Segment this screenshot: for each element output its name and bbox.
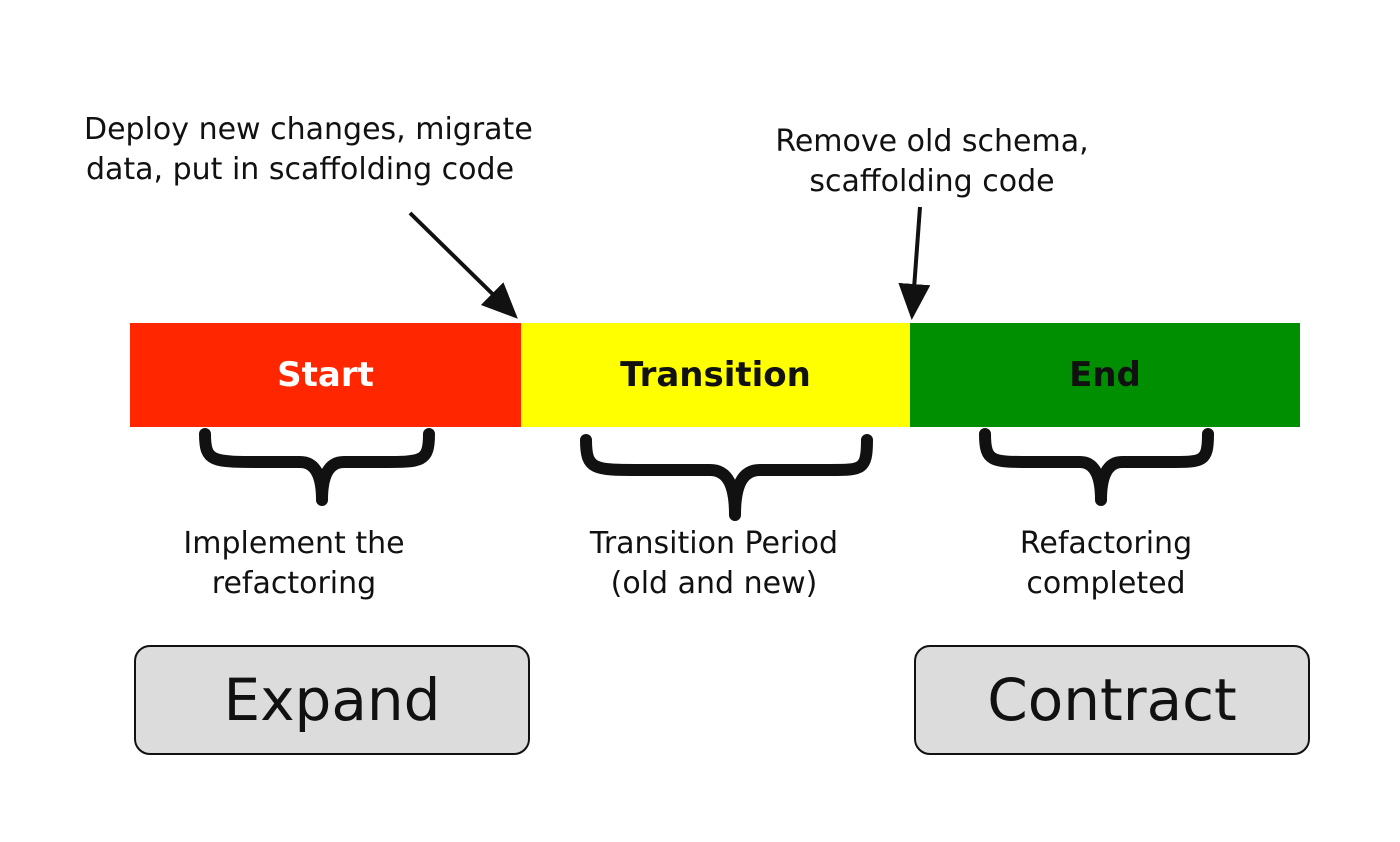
deploy-annotation-line-2: data, put in scaffolding code — [85, 152, 515, 187]
deploy-annotation: Deploy new changes, migrate data, put in… — [84, 110, 533, 190]
remove-annotation-line-2: scaffolding code — [809, 164, 1055, 199]
contract-label: Contract — [987, 666, 1237, 734]
remove-annotation-line-1: Remove old schema, — [775, 124, 1089, 159]
phase-completed: Refactoring completed — [986, 524, 1226, 604]
end-brace-icon — [979, 428, 1214, 506]
contract-stage: Contract — [914, 645, 1310, 755]
phase-implement-line-2: refactoring — [211, 566, 377, 601]
expand-stage: Expand — [134, 645, 530, 755]
deploy-arrow — [408, 211, 518, 319]
start-label: Start — [277, 355, 374, 395]
transition-brace-icon — [580, 434, 873, 521]
deploy-annotation-line-1: Deploy new changes, migrate — [84, 112, 533, 147]
transition-segment: Transition — [521, 323, 910, 427]
expand-label: Expand — [223, 666, 441, 734]
remove-annotation: Remove old schema, scaffolding code — [772, 122, 1092, 202]
phase-completed-line-2: completed — [1026, 566, 1186, 601]
phase-transition: Transition Period (old and new) — [574, 524, 854, 604]
phase-transition-line-1: Transition Period — [589, 526, 839, 561]
end-label: End — [1069, 355, 1141, 395]
end-segment: End — [910, 323, 1300, 427]
phase-implement-line-1: Implement the — [183, 526, 405, 561]
start-segment: Start — [130, 323, 521, 427]
phase-transition-line-2: (old and new) — [610, 566, 818, 601]
start-brace-icon — [199, 428, 435, 506]
phase-completed-line-1: Refactoring — [1019, 526, 1193, 561]
transition-label: Transition — [620, 355, 811, 395]
remove-arrow — [898, 206, 931, 320]
phase-implement: Implement the refactoring — [164, 524, 424, 604]
